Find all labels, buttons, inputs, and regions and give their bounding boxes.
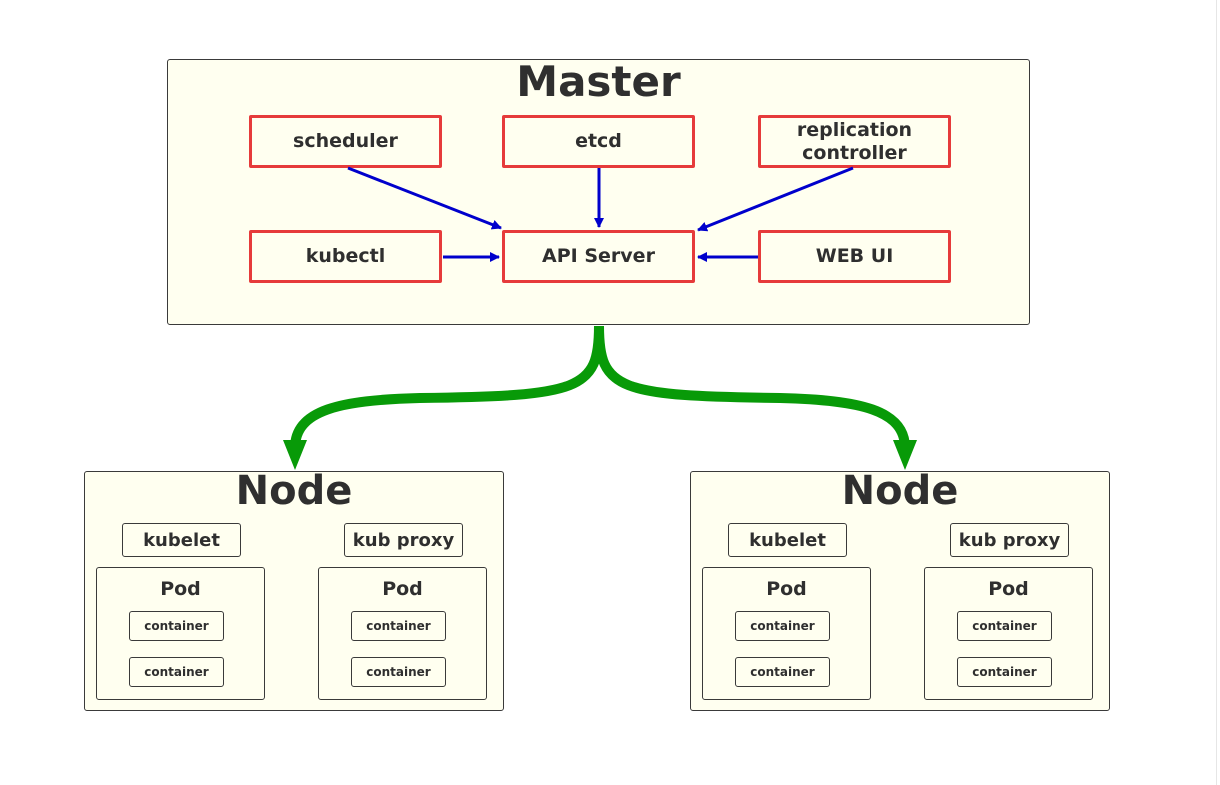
arrow-scheduler-to-api [347, 166, 502, 230]
container-box: container [351, 611, 446, 641]
container-box: container [735, 657, 830, 687]
container-label: container [750, 665, 815, 679]
arrow-master-to-node-2 [594, 325, 910, 449]
container-label: container [144, 665, 209, 679]
kub-proxy-box-2: kub proxy [950, 523, 1069, 557]
arrowhead-node-1 [283, 440, 307, 470]
node-panel-1: Node kubelet kub proxy Pod container con… [84, 468, 504, 711]
container-box: container [129, 657, 224, 687]
pod-box-1a: Pod container container [96, 567, 265, 700]
kubelet-box-1: kubelet [122, 523, 241, 557]
kubectl-label: kubectl [305, 245, 386, 267]
kub-proxy-label-1: kub proxy [352, 529, 455, 551]
pod-title-1a: Pod [160, 578, 201, 600]
api-server-label: API Server [542, 245, 655, 267]
kubelet-label-1: kubelet [143, 529, 220, 551]
master-title: Master [516, 57, 681, 106]
container-label: container [366, 619, 431, 633]
scheduler-box: scheduler [249, 115, 442, 168]
container-label: container [366, 665, 431, 679]
pod-box-2b: Pod container container [924, 567, 1093, 700]
kubelet-box-2: kubelet [728, 523, 847, 557]
pod-title-1b: Pod [382, 578, 423, 600]
pod-title-2a: Pod [766, 578, 807, 600]
container-box: container [129, 611, 224, 641]
replication-controller-label-line2: controller [802, 141, 907, 164]
right-edge-divider [1216, 0, 1217, 785]
pod-box-1b: Pod container container [318, 567, 487, 700]
kubectl-box: kubectl [249, 230, 442, 283]
replication-controller-label-line1: replication [796, 118, 913, 141]
container-box: container [351, 657, 446, 687]
container-label: container [750, 619, 815, 633]
container-box: container [957, 657, 1052, 687]
web-ui-box: WEB UI [758, 230, 951, 283]
container-label: container [144, 619, 209, 633]
container-box: container [735, 611, 830, 641]
kubelet-label-2: kubelet [749, 529, 826, 551]
container-box: container [957, 611, 1052, 641]
scheduler-label: scheduler [293, 130, 398, 152]
kub-proxy-label-2: kub proxy [958, 529, 1061, 551]
arrow-replication-to-api [697, 166, 854, 232]
replication-controller-box: replication controller [758, 115, 951, 168]
web-ui-label: WEB UI [815, 245, 894, 267]
api-server-box: API Server [502, 230, 695, 283]
node-title-2: Node [841, 468, 959, 514]
node-title-1: Node [235, 468, 353, 514]
container-label: container [972, 665, 1037, 679]
arrowhead-node-2 [893, 440, 917, 470]
arrow-master-to-node-1 [290, 325, 604, 449]
pod-box-2a: Pod container container [702, 567, 871, 700]
container-label: container [972, 619, 1037, 633]
node-panel-2: Node kubelet kub proxy Pod container con… [690, 468, 1110, 711]
etcd-box: etcd [502, 115, 695, 168]
pod-title-2b: Pod [988, 578, 1029, 600]
etcd-label: etcd [575, 130, 622, 152]
kub-proxy-box-1: kub proxy [344, 523, 463, 557]
